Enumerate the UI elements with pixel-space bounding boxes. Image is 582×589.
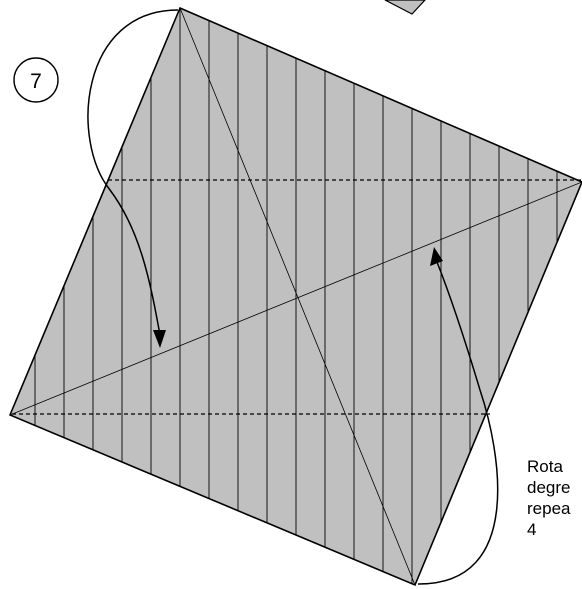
instruction-line: degre <box>527 478 571 497</box>
instruction-text: Rota degre repea 4 <box>527 456 582 540</box>
curved-arrow-icon <box>417 247 499 585</box>
previous-step-corner <box>384 0 426 15</box>
pleat-lines <box>34 8 558 585</box>
instruction-line: repea <box>527 499 571 518</box>
curved-arrow-icon <box>87 9 179 348</box>
crease-diagonal-left-right <box>9 181 582 416</box>
step-number-badge: 7 <box>13 57 59 103</box>
instruction-line: 4 <box>527 520 537 539</box>
instruction-line: Rota <box>527 457 563 476</box>
crease-diagonal-top-bottom <box>179 7 416 586</box>
step-number: 7 <box>30 70 42 93</box>
